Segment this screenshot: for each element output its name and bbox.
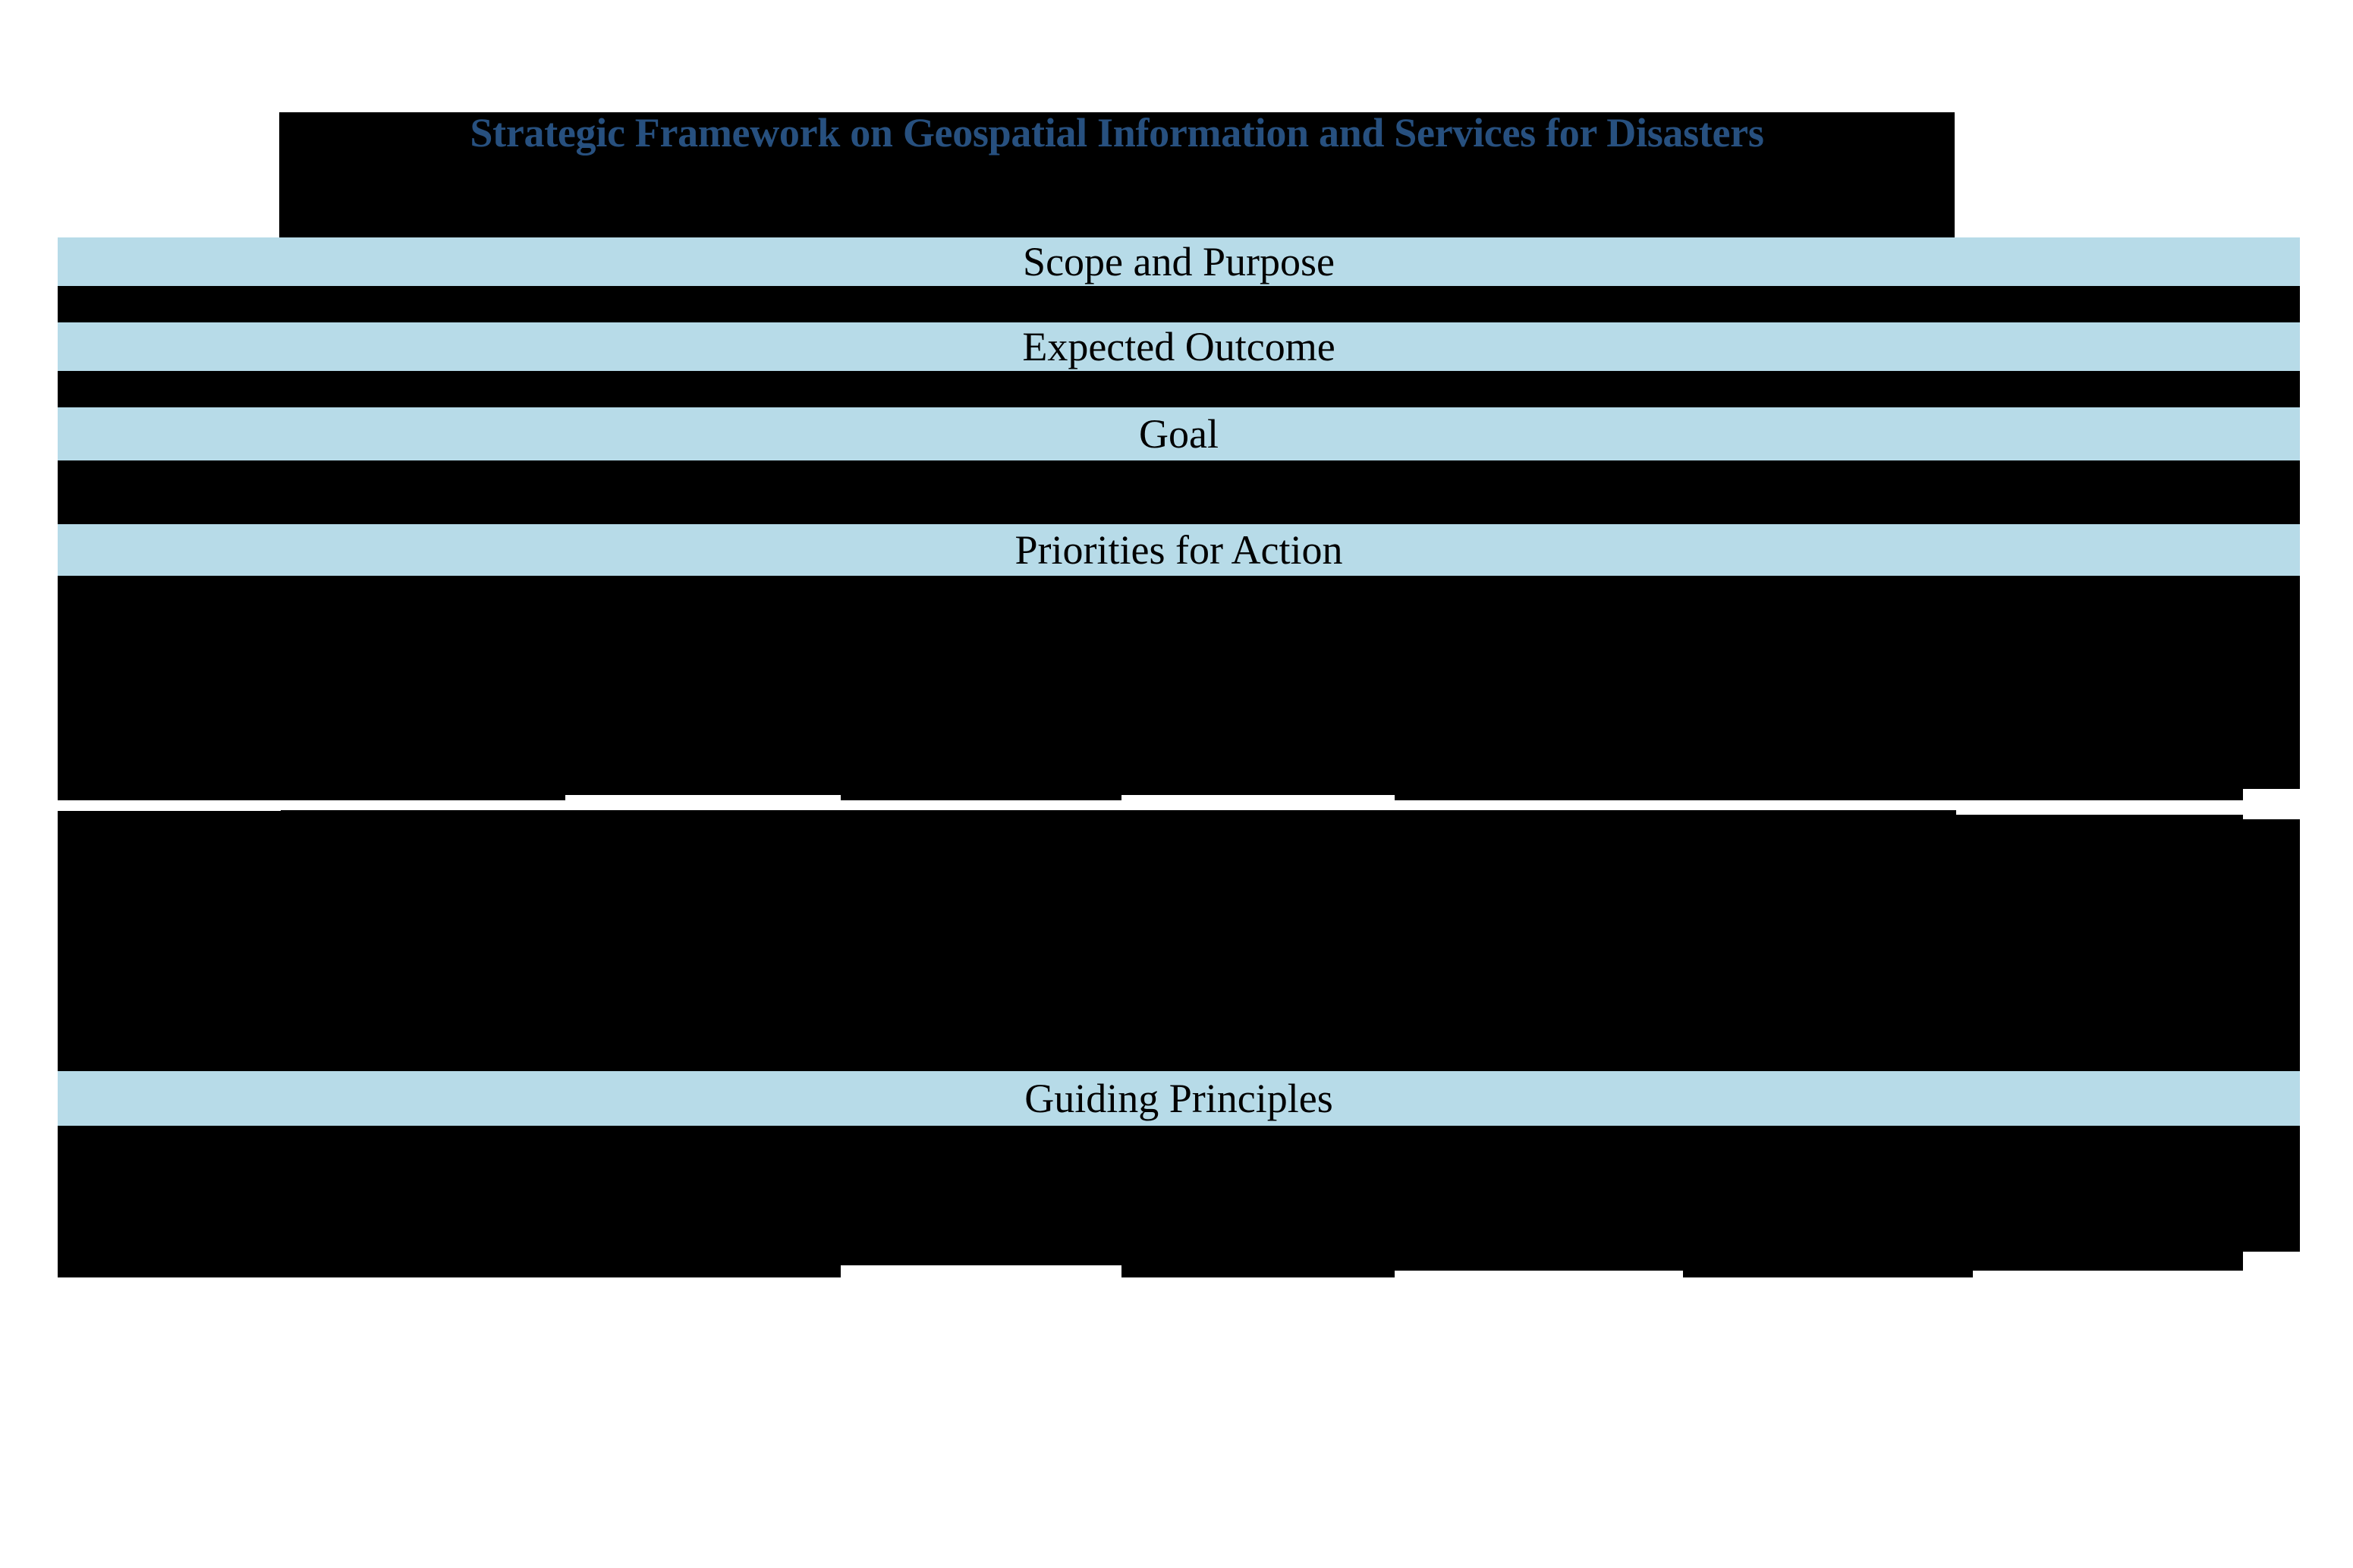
redacted-guiding-body [58, 1126, 2300, 1277]
body-bottom-edge-cut [58, 1277, 281, 1323]
body-bottom-edge-cut [1395, 1271, 1683, 1328]
section-header-label: Priorities for Action [1014, 527, 1343, 573]
redacted-outcome-body [58, 371, 2300, 407]
column-separator-notch [565, 795, 841, 806]
page-bottom-margin [0, 1323, 2353, 1568]
column-separator-notch [1121, 795, 1395, 806]
column-separator-notch [2243, 789, 2300, 819]
redacted-goal-body [58, 460, 2300, 524]
redacted-priorities-body [58, 576, 2300, 800]
section-header-label: Guiding Principles [1024, 1076, 1333, 1121]
column-separator-notch [1956, 806, 2243, 815]
column-separator-notch [58, 800, 281, 811]
section-header-expected-outcome[interactable]: Expected Outcome [58, 322, 2300, 371]
section-header-scope-and-purpose[interactable]: Scope and Purpose [58, 237, 2300, 286]
redacted-title-block [279, 112, 1955, 240]
page-right-margin [2300, 0, 2353, 1568]
section-header-label: Scope and Purpose [1023, 239, 1335, 284]
redacted-scope-body [58, 286, 2300, 322]
section-header-goal[interactable]: Goal [58, 407, 2300, 460]
section-header-priorities-for-action[interactable]: Priorities for Action [58, 524, 2300, 576]
section-header-label: Goal [1139, 411, 1219, 457]
section-header-label: Expected Outcome [1022, 324, 1335, 369]
page-title: Strategic Framework on Geospatial Inform… [470, 110, 1764, 156]
body-bottom-edge-cut [841, 1265, 1121, 1326]
section-header-guiding-principles[interactable]: Guiding Principles [58, 1071, 2300, 1126]
redacted-priorities-columns [58, 810, 2300, 1071]
